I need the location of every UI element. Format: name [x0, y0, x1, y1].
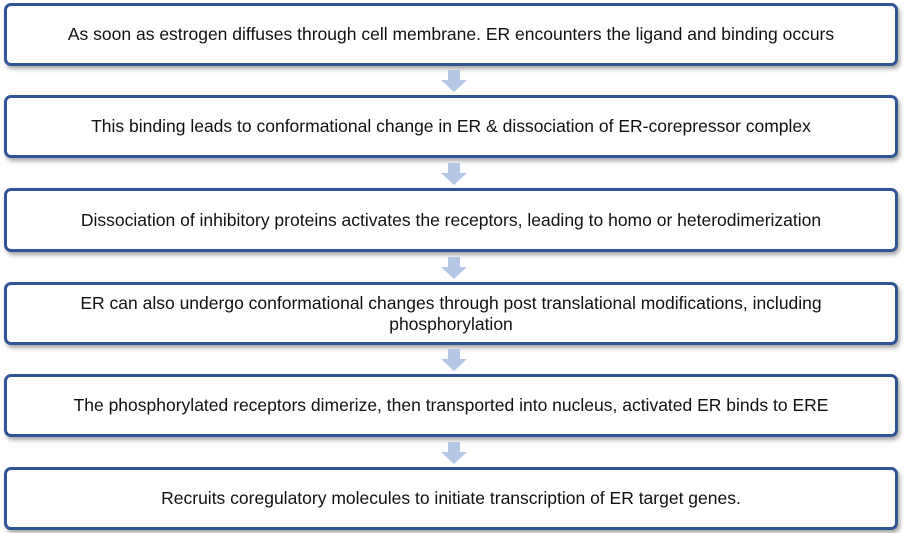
- flow-step-3: Dissociation of inhibitory proteins acti…: [4, 188, 898, 252]
- down-arrow-icon: [441, 163, 467, 185]
- flow-step-5-text: The phosphorylated receptors dimerize, t…: [73, 395, 829, 415]
- down-arrow-icon: [441, 70, 467, 92]
- flow-step-4: ER can also undergo conformational chang…: [4, 282, 898, 345]
- flow-step-2: This binding leads to conformational cha…: [4, 95, 898, 158]
- flow-step-4-text: ER can also undergo conformational chang…: [80, 292, 822, 334]
- flow-step-5: The phosphorylated receptors dimerize, t…: [4, 374, 898, 437]
- down-arrow-icon: [441, 349, 467, 371]
- flow-step-1-text: As soon as estrogen diffuses through cel…: [67, 24, 835, 44]
- flow-step-3-text: Dissociation of inhibitory proteins acti…: [80, 209, 822, 230]
- flow-step-2-text: This binding leads to conformational cha…: [91, 116, 811, 136]
- down-arrow-icon: [441, 442, 467, 464]
- flow-step-6: Recruits coregulatory molecules to initi…: [4, 467, 898, 530]
- flow-step-1: As soon as estrogen diffuses through cel…: [4, 3, 898, 66]
- down-arrow-icon: [441, 257, 467, 279]
- flow-step-6-text: Recruits coregulatory molecules to initi…: [161, 488, 741, 508]
